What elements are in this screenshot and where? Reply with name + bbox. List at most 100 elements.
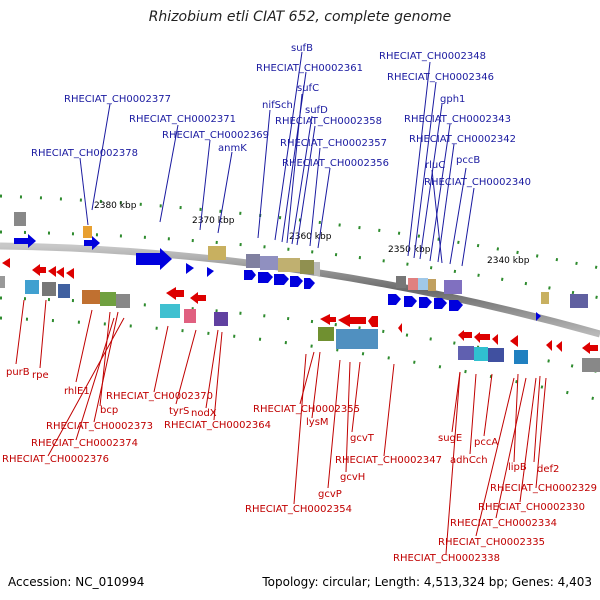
gene-label: gcvH xyxy=(340,472,365,483)
minus-gene xyxy=(582,342,598,354)
plus-leader-lines xyxy=(79,51,475,267)
gene-label: rluC xyxy=(425,160,445,171)
plus-gene xyxy=(290,276,303,287)
gene-label: adhCch xyxy=(450,455,488,466)
minus-gene xyxy=(458,330,472,341)
gene-label: anmK xyxy=(218,143,247,154)
gene-label: RHECIAT_CH0002340 xyxy=(424,177,531,188)
gene-label: rpe xyxy=(32,370,49,381)
gene-label: sufC xyxy=(297,83,319,94)
plus-gene xyxy=(304,278,315,289)
minus-gene xyxy=(66,268,74,279)
gene-label: RHECIAT_CH0002358 xyxy=(275,116,382,127)
gene-label: def2 xyxy=(537,464,559,475)
diagram-title: Rhizobium etli CIAT 652, complete genome xyxy=(148,9,452,25)
plus-gene xyxy=(244,270,256,280)
gene-label: RHECIAT_CH0002377 xyxy=(64,94,171,105)
plus-gene xyxy=(84,236,100,250)
gene-label: RHECIAT_CH0002334 xyxy=(450,518,557,529)
gene-label: RHECIAT_CH0002374 xyxy=(31,438,138,449)
plus-gene xyxy=(449,300,463,311)
gene-label: pccA xyxy=(474,437,498,448)
gene-label: RHECIAT_CH0002378 xyxy=(31,148,138,159)
minus-gene xyxy=(56,267,64,278)
plus-gene xyxy=(14,234,36,248)
minus-gene xyxy=(492,334,498,345)
gene-label: gcvT xyxy=(350,433,375,444)
gene-label: lysM xyxy=(306,417,329,428)
gene-label: RHECIAT_CH0002355 xyxy=(253,404,360,415)
gene-label: RHECIAT_CH0002330 xyxy=(478,502,585,513)
plus-gene xyxy=(207,267,214,277)
minus-gene xyxy=(510,335,518,347)
minus-gene xyxy=(48,266,56,277)
gene-label: sufD xyxy=(305,105,328,116)
gene-label: purB xyxy=(6,367,30,378)
tick-label: 2340 kbp xyxy=(487,256,530,266)
plus-gene xyxy=(536,312,541,321)
gene-label: gcvP xyxy=(318,489,342,500)
outer-dot-track xyxy=(0,194,600,270)
gene-label: RHECIAT_CH0002343 xyxy=(404,114,511,125)
minus-gene xyxy=(2,258,10,268)
gene-label: RHECIAT_CH0002373 xyxy=(46,421,153,432)
gene-label: nifSch xyxy=(262,100,293,111)
minus-strand-genes xyxy=(2,258,598,354)
minus-gene xyxy=(32,264,46,276)
minus-gene xyxy=(556,341,562,352)
tick-label: 2370 kbp xyxy=(192,216,235,226)
minus-gene xyxy=(368,316,378,327)
gene-label: RHECIAT_CH0002356 xyxy=(282,158,389,169)
genome-summary-text: Topology: circular; Length: 4,513,324 bp… xyxy=(262,575,592,589)
tick-label: 2350 kbp xyxy=(388,245,431,255)
plus-gene xyxy=(274,274,289,285)
gene-label: RHECIAT_CH0002329 xyxy=(490,483,597,494)
gene-label: RHECIAT_CH0002348 xyxy=(379,51,486,62)
minus-gene xyxy=(320,314,336,325)
tick-label: 2380 kbp xyxy=(94,201,137,211)
gene-label: RHECIAT_CH0002370 xyxy=(106,391,213,402)
gene-label: RHECIAT_CH0002335 xyxy=(438,537,545,548)
plus-gene xyxy=(388,294,401,305)
minus-gene xyxy=(190,292,206,304)
plus-gene xyxy=(434,298,447,309)
gene-label: pccB xyxy=(456,155,480,166)
minus-gene xyxy=(338,314,366,327)
minus-gene xyxy=(398,323,402,333)
gene-label: RHECIAT_CH0002371 xyxy=(129,114,236,125)
gene-label: RHECIAT_CH0002354 xyxy=(245,504,352,515)
minus-strand-labels: purB rpe rhlE1 bcp RHECIAT_CH0002373 RHE… xyxy=(2,367,597,564)
minus-gene xyxy=(166,287,184,300)
plus-category-blocks xyxy=(14,212,588,308)
gene-label: RHECIAT_CH0002347 xyxy=(335,455,442,466)
gene-label: RHECIAT_CH0002361 xyxy=(256,63,363,74)
tick-label: 2360 kbp xyxy=(289,232,332,242)
gene-label: RHECIAT_CH0002357 xyxy=(280,138,387,149)
plus-gene xyxy=(258,272,273,283)
accession-text: Accession: NC_010994 xyxy=(8,575,145,589)
gene-label: gph1 xyxy=(440,94,465,105)
gene-label: sufB xyxy=(291,43,313,54)
minus-gene xyxy=(546,340,552,351)
minus-gene xyxy=(474,332,490,343)
gene-label: RHECIAT_CH0002346 xyxy=(387,72,494,83)
plus-strand-genes xyxy=(14,234,541,321)
gene-label: bcp xyxy=(100,405,118,416)
gene-label: tyrS xyxy=(169,406,189,417)
plus-gene xyxy=(404,296,417,307)
plus-gene xyxy=(419,297,432,308)
gene-label: RHECIAT_CH0002342 xyxy=(409,134,516,145)
gene-label: RHECIAT_CH0002376 xyxy=(2,454,109,465)
gene-label: rhlE1 xyxy=(64,386,90,397)
minus-leader-lines xyxy=(15,299,547,555)
plus-gene xyxy=(186,263,194,274)
inner-dot-track xyxy=(0,316,600,402)
gene-label: RHECIAT_CH0002338 xyxy=(393,553,500,564)
plus-strand-labels: RHECIAT_CH0002377 RHECIAT_CH0002378 RHEC… xyxy=(31,43,531,188)
gene-label: RHECIAT_CH0002364 xyxy=(164,420,271,431)
gene-label: nodX xyxy=(191,408,217,419)
gene-label: sugE xyxy=(438,433,462,444)
minus-category-blocks xyxy=(0,276,600,372)
gene-label: RHECIAT_CH0002369 xyxy=(162,130,269,141)
